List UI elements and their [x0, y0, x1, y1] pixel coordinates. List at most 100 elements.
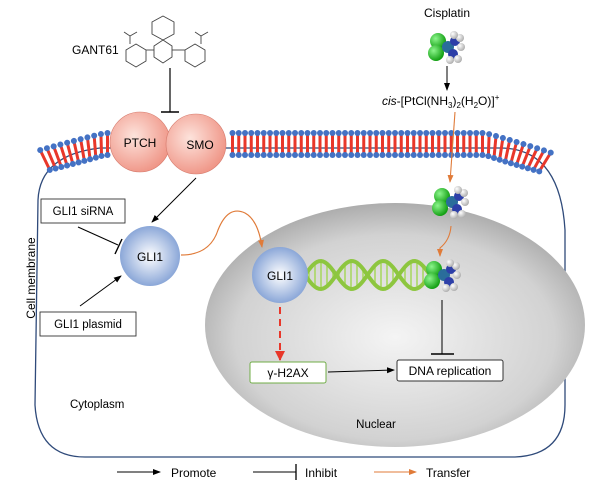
- lipid-molecule: [460, 130, 467, 158]
- lipid-molecule: [335, 130, 342, 158]
- lipid-molecule: [260, 130, 267, 158]
- lipid-molecule: [84, 134, 94, 163]
- lipid-molecule: [298, 130, 305, 158]
- dna-replication-box: [396, 359, 504, 382]
- lipid-molecule: [348, 130, 355, 158]
- sirna-inhibit-bar: [114, 238, 123, 255]
- cytoplasm-label: Cytoplasm: [70, 399, 124, 411]
- plasmid-label: GLI1 plasmid: [54, 319, 122, 331]
- lipid-molecule: [398, 130, 405, 158]
- lipid-molecule: [304, 130, 311, 158]
- lipid-molecule: [373, 130, 380, 158]
- sirna-label: GLI1 siRNA: [53, 206, 114, 218]
- lipid-molecule: [473, 130, 480, 158]
- legend-promote-label: Promote: [171, 466, 217, 480]
- gli1-cytoplasm-label: GLI1: [137, 250, 163, 264]
- cisplatin-molecule-icon: [428, 31, 465, 64]
- nucleus: [205, 203, 585, 447]
- lipid-molecule: [410, 130, 417, 158]
- lipid-molecule: [91, 132, 99, 161]
- lipid-molecule: [354, 130, 361, 158]
- lipid-molecule: [310, 130, 317, 158]
- nuclear-label: Nuclear: [356, 419, 396, 431]
- lipid-molecule: [317, 130, 323, 158]
- lipid-molecule: [77, 136, 88, 164]
- lipid-molecule: [248, 130, 255, 158]
- legend: Promote Inhibit Transfer: [117, 464, 470, 480]
- lipid-molecule: [513, 141, 527, 168]
- h2ax-box: [249, 361, 327, 384]
- aquated-cisplatin-formula: cis-[PtCl(NH3)2(H2O)]+: [382, 93, 500, 110]
- lipid-molecule: [507, 139, 520, 167]
- lipid-molecule: [392, 130, 398, 158]
- lipid-molecule: [442, 130, 448, 158]
- lipid-molecule: [524, 145, 541, 172]
- lipid-molecule: [329, 130, 336, 158]
- h2ax-label: γ-H2AX: [267, 366, 308, 380]
- smo-gli1-promote-arrow: [151, 177, 197, 223]
- plasmid-promote-arrow: [79, 275, 122, 307]
- plasmid-box: [39, 311, 137, 337]
- cell-outline: [34, 147, 566, 458]
- gli1-nuclear: [252, 247, 308, 303]
- lipid-molecule: [104, 130, 111, 158]
- lipid-molecule: [285, 130, 292, 158]
- lipid-molecule: [235, 130, 242, 158]
- lipid-molecule: [242, 130, 248, 158]
- lipid-molecule: [530, 147, 547, 173]
- cisplatin-label: Cisplatin: [424, 6, 470, 20]
- gli1-nuclear-label: GLI1: [267, 269, 293, 283]
- cell-membrane-label: Cell membrane: [24, 237, 38, 319]
- lipid-molecule: [279, 130, 286, 158]
- dna-replication-label: DNA replication: [409, 364, 492, 378]
- lipid-molecule: [64, 139, 76, 167]
- lipid-molecule: [519, 143, 534, 170]
- dna-strand: [303, 258, 431, 291]
- lipid-molecule: [385, 130, 392, 158]
- smo-protein: [165, 113, 227, 175]
- sirna-inhibit-line: [77, 226, 119, 246]
- lipid-molecule: [448, 130, 455, 158]
- cisplatin-transfer-arrow-nucleus: [437, 225, 452, 257]
- lipid-molecule: [323, 130, 330, 158]
- lipid-molecule: [267, 130, 273, 158]
- lipid-molecule: [485, 131, 493, 160]
- lipid-molecule: [57, 141, 71, 169]
- legend-inhibit-label: Inhibit: [305, 466, 338, 480]
- lipid-molecule: [273, 130, 280, 158]
- sirna-box: [40, 198, 126, 224]
- lipid-molecule: [37, 147, 53, 173]
- gant61-structure-icon: [123, 15, 209, 68]
- lipid-molecule: [342, 130, 348, 158]
- smo-label: SMO: [186, 138, 213, 152]
- lipid-molecule: [502, 136, 513, 165]
- lipid-molecule: [43, 145, 59, 172]
- lipid-molecule: [229, 130, 236, 158]
- legend-transfer-label: Transfer: [426, 466, 470, 480]
- lipid-molecule: [254, 130, 261, 158]
- lipid-molecule: [50, 143, 65, 170]
- cisplatin-transfer-arrow-membrane: [447, 111, 456, 183]
- lipid-molecule: [536, 149, 554, 175]
- dna-helix-icon: [303, 258, 431, 292]
- lipid-molecule: [97, 131, 105, 159]
- lipid-molecule: [496, 134, 506, 163]
- lipid-molecule: [490, 133, 500, 161]
- lipid-molecule: [467, 130, 473, 158]
- lipid-molecule: [429, 130, 436, 158]
- lipid-molecule: [379, 130, 386, 158]
- cisplatin-cytoplasm-icon: [432, 186, 469, 219]
- lipid-molecule: [417, 130, 423, 158]
- lipid-molecule: [423, 130, 430, 158]
- lipid-molecule: [367, 130, 373, 158]
- lipid-molecule: [454, 130, 461, 158]
- lipid-molecule: [404, 130, 411, 158]
- gli1-transfer-arrow: [180, 210, 264, 256]
- lipid-bilayer: [37, 130, 554, 175]
- lipid-molecule: [360, 130, 367, 158]
- gant61-label: GANT61: [72, 43, 119, 57]
- lipid-molecule: [292, 130, 298, 158]
- lipid-molecule: [479, 130, 486, 158]
- lipid-molecule: [435, 130, 442, 158]
